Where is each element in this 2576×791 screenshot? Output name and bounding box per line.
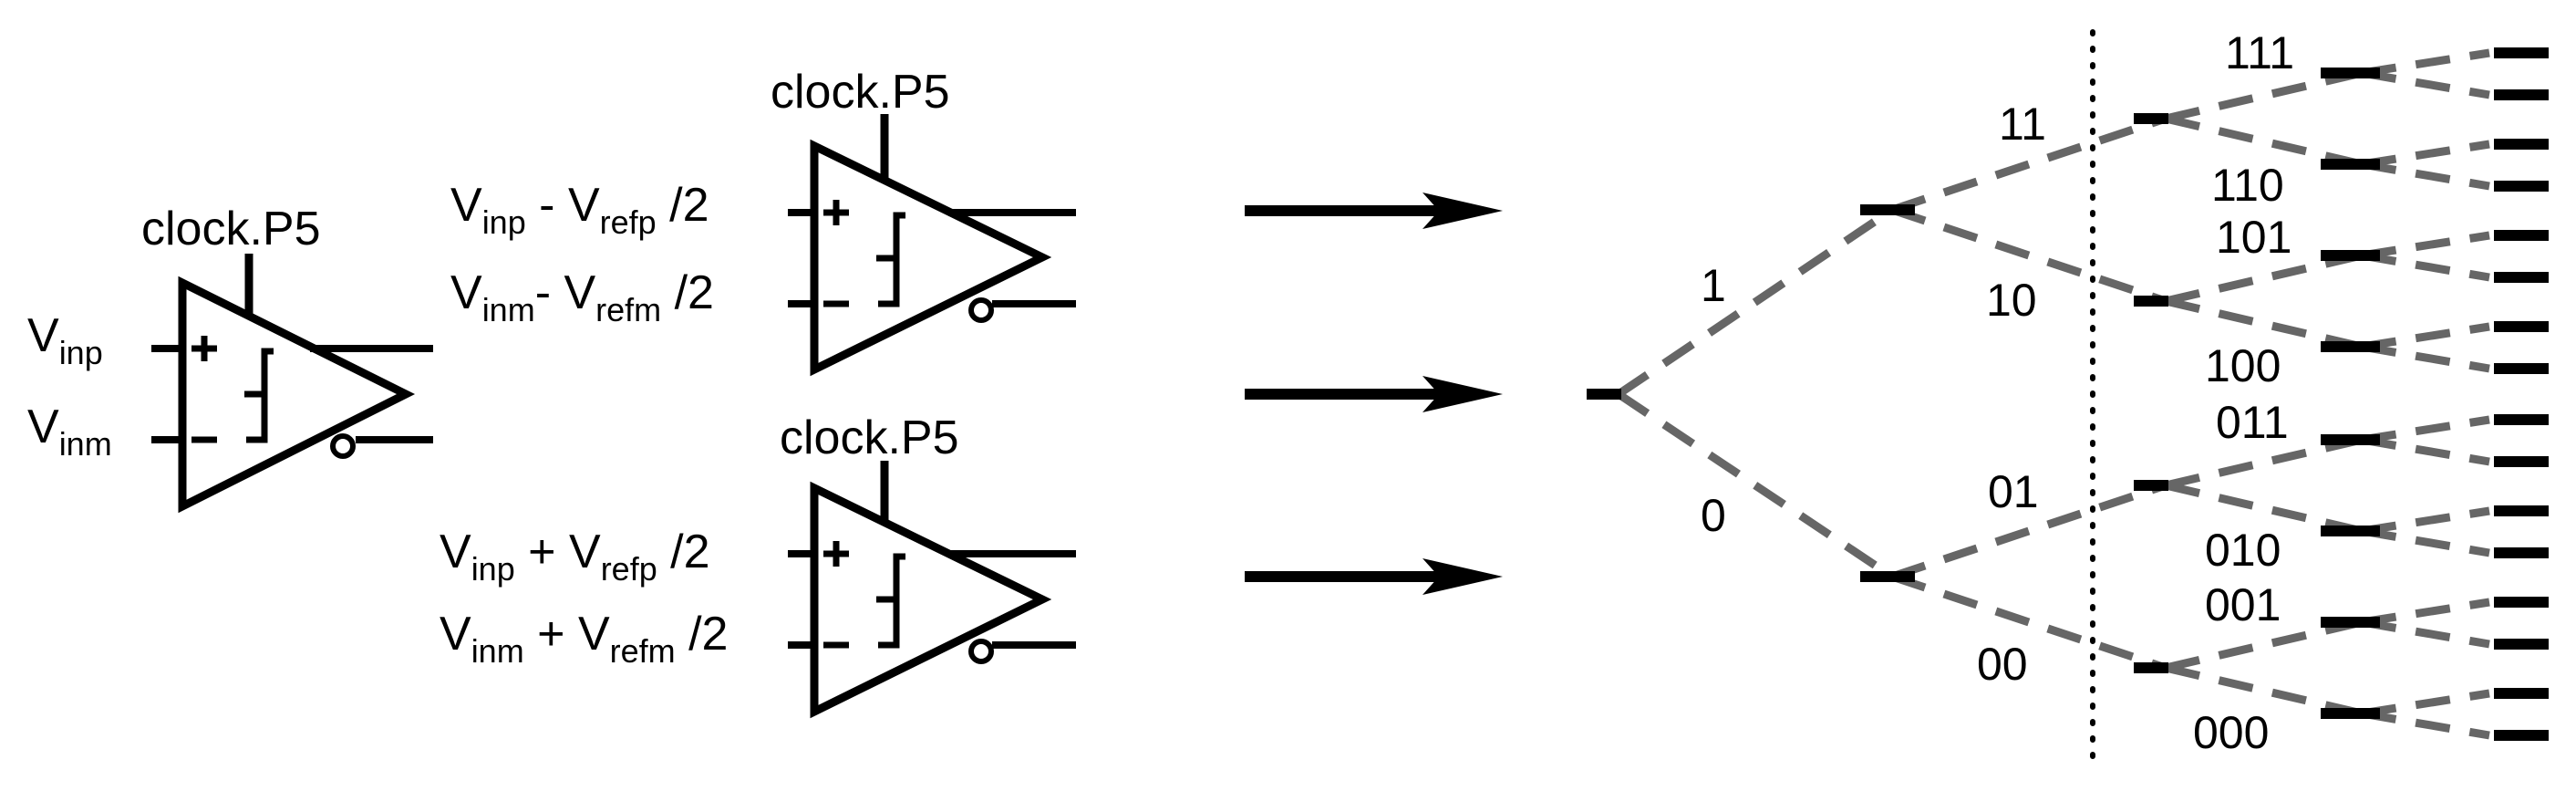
tree-label-10: 10 [1986, 275, 2037, 326]
tree-label-001: 001 [2205, 579, 2281, 630]
tree-label-011: 011 [2216, 397, 2289, 448]
arrow-upper [1245, 193, 1503, 229]
upper-comparator-input-pos-label: Vinp - Vrefp /2 [450, 179, 709, 241]
arrows [1245, 193, 1503, 595]
comparator-triangle [810, 481, 1052, 719]
single-comparator-clock-label: clock.P5 [141, 203, 321, 255]
tree-label-010: 010 [2205, 525, 2281, 576]
comparator-triangle [178, 276, 416, 514]
decision-tree-nodes [1587, 68, 2380, 719]
tree-label-00: 00 [1977, 639, 2028, 690]
lower-comparator-clock-label: clock.P5 [780, 411, 959, 464]
inverting-output-bubble [968, 297, 994, 323]
decision-tree-edges [1616, 48, 2490, 740]
lower-comparator [788, 461, 1076, 719]
lower-comparator-input-neg-label: Vinm + Vrefm /2 [440, 608, 728, 670]
tree-label-01: 01 [1988, 466, 2039, 517]
tree-label-110: 110 [2211, 160, 2284, 211]
tree-label-11: 11 [1999, 99, 2046, 150]
tree-label-100: 100 [2205, 340, 2281, 391]
upper-comparator-clock-label: clock.P5 [771, 66, 950, 119]
tree-label-1: 1 [1701, 260, 1726, 311]
inverting-output-bubble [968, 639, 994, 664]
comparator-triangle [810, 139, 1052, 377]
arrow-middle [1245, 376, 1503, 412]
upper-comparator [788, 114, 1076, 377]
single-comparator [151, 254, 433, 514]
tree-label-000: 000 [2193, 707, 2269, 758]
hysteresis-icon [876, 212, 905, 307]
arrow-lower [1245, 558, 1503, 595]
single-comparator-input-neg-label: Vinm [27, 401, 112, 463]
tree-label-0: 0 [1701, 490, 1726, 541]
decision-tree-leaves [2494, 47, 2549, 741]
tree-label-101: 101 [2216, 212, 2292, 263]
lower-comparator-input-pos-label: Vinp + Vrefp /2 [440, 526, 710, 588]
hysteresis-icon [876, 553, 905, 649]
upper-comparator-input-neg-label: Vinm- Vrefm /2 [450, 266, 714, 328]
inverting-output-bubble [330, 433, 356, 459]
tree-label-111: 111 [2225, 27, 2294, 78]
single-comparator-input-pos-label: Vinp [27, 309, 103, 371]
hysteresis-icon [244, 348, 274, 443]
